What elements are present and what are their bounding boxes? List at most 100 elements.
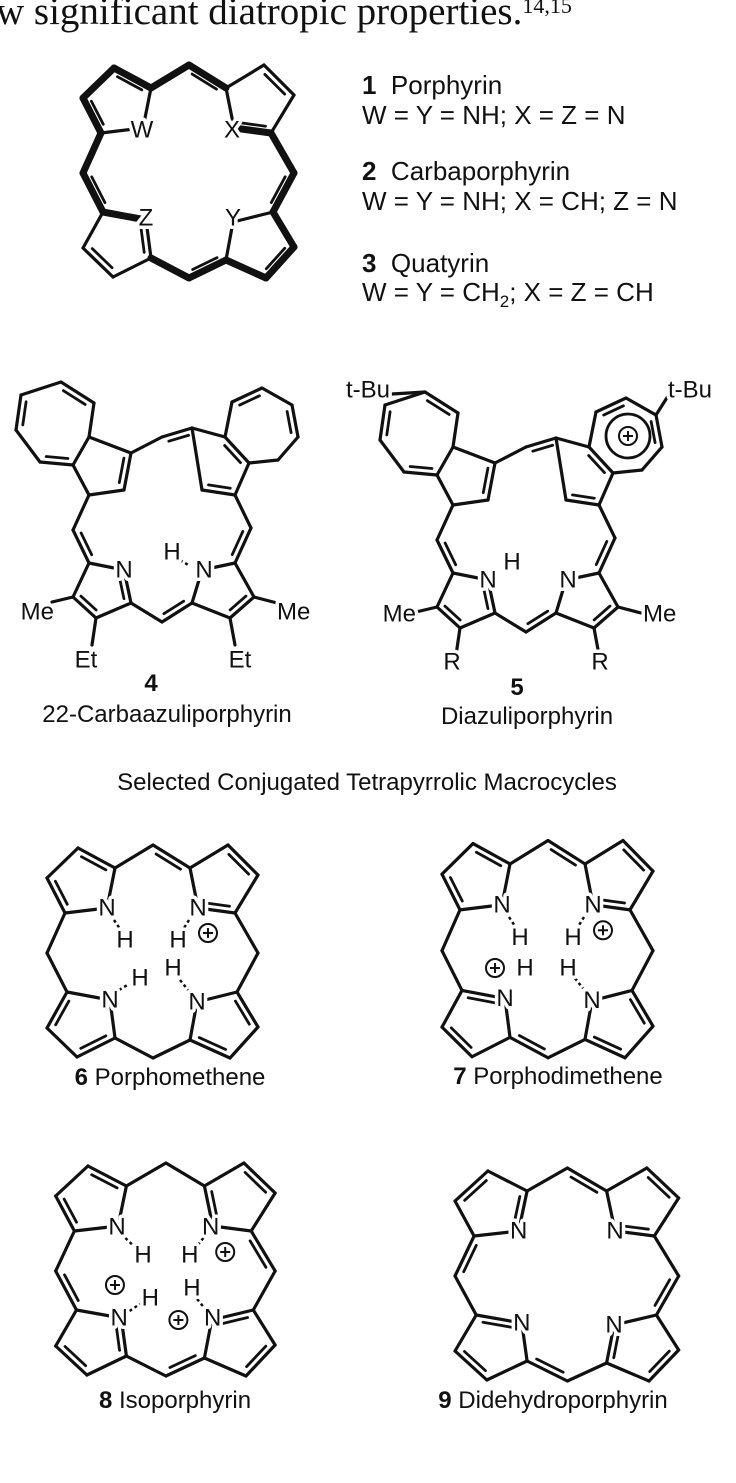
double-bond-line [474, 850, 503, 868]
double-bond-line [79, 531, 94, 557]
bond-line [493, 611, 528, 634]
bond-line [594, 396, 628, 414]
formula-subscript: 2 [499, 292, 510, 312]
bond-line [652, 1234, 681, 1278]
bond-line [223, 435, 251, 465]
bond-line [247, 458, 280, 465]
bond-line [76, 846, 117, 870]
bond-line [604, 1166, 649, 1193]
bond-line [458, 611, 497, 630]
ethyl-label: Et [229, 647, 252, 674]
nitrogen-label: N [584, 891, 601, 918]
double-bond-line [79, 1034, 108, 1050]
bond-line [453, 1199, 476, 1238]
double-bond-line [443, 541, 458, 567]
bond-line [71, 528, 91, 565]
bond-line [72, 1224, 120, 1233]
bond-line [45, 876, 67, 915]
positive-charge-icon [198, 923, 218, 943]
compound-8-caption: 8 Isoporphyrin [99, 1387, 251, 1415]
bond-line [525, 1166, 569, 1193]
bond-line [231, 210, 275, 224]
bond-line [188, 1000, 199, 1042]
compound-3-label: 3 Quatyrin [362, 248, 489, 278]
double-bond-line [243, 1171, 268, 1194]
double-bond-line [481, 466, 490, 494]
bond-line [267, 129, 298, 177]
compound-3-formula: W = Y = CH2; X = Z = CH [362, 277, 654, 317]
bond-line [129, 435, 164, 455]
bond-line [508, 838, 550, 866]
bond-line [554, 611, 596, 630]
nitrogen-label: N [559, 567, 576, 594]
double-bond-line [512, 1195, 522, 1225]
double-bond-line [79, 594, 98, 612]
bond-line [592, 605, 620, 630]
bond-line [262, 243, 298, 282]
bond-line [74, 1308, 123, 1320]
double-bond-line [210, 1190, 219, 1220]
bond-line [233, 561, 256, 599]
r-group-label: R [443, 649, 460, 676]
bond-line [116, 1184, 129, 1228]
bond-line [108, 998, 117, 1040]
double-bond-line [61, 389, 87, 406]
compound-name: Quatyrin [390, 248, 490, 278]
hydrogen-label: H [516, 955, 533, 982]
bond-line [564, 571, 601, 582]
bond-line [524, 436, 558, 449]
double-bond-line [449, 1026, 473, 1049]
bond-line [520, 1321, 529, 1363]
double-bond-line [54, 999, 71, 1027]
bond-line [435, 571, 455, 609]
bond-line [185, 256, 230, 282]
bond-line [440, 988, 464, 1029]
hydrogen-bond [574, 977, 584, 990]
bond-line [451, 571, 490, 582]
bond-line [440, 949, 464, 993]
double-bond-line [592, 604, 612, 622]
bond-line [440, 908, 462, 953]
bond-line [628, 869, 655, 912]
bond-line [105, 866, 117, 910]
ethyl-label: Et [75, 647, 98, 674]
bond-line [164, 1161, 206, 1188]
nitrogen-label: N [496, 985, 513, 1012]
double-bond-line [628, 998, 646, 1025]
compound-name: Didehydroporphyrin [458, 1387, 668, 1414]
bond-line [45, 1026, 79, 1059]
hydrogen-label: H [134, 1242, 151, 1269]
bond-line [587, 410, 598, 449]
hydrogen-label: H [183, 1275, 200, 1302]
bond-line [202, 1318, 214, 1360]
bond-line [624, 396, 658, 417]
bond-line [565, 1361, 609, 1383]
bond-line [500, 862, 512, 907]
bond-line [200, 488, 237, 497]
bond-line [188, 843, 230, 870]
atom-label-w: W [131, 117, 154, 144]
bond-line [50, 595, 75, 604]
bond-line [200, 561, 237, 572]
double-bond-line [227, 852, 251, 876]
compound-7-caption: 7 Porphodimethene [453, 1063, 663, 1091]
bond-line [612, 1313, 659, 1327]
double-bond-line [117, 456, 126, 484]
bond-line [493, 445, 528, 465]
bond-line [590, 988, 634, 1003]
nitrogen-label: N [513, 1310, 530, 1337]
bond-line [59, 380, 96, 405]
bond-line [645, 1166, 681, 1200]
aromatic-ring-circle [604, 412, 652, 460]
bond-line [640, 445, 664, 472]
bond-line [647, 1348, 681, 1383]
double-bond-line [223, 444, 242, 465]
nitrogen-label: N [110, 1305, 127, 1332]
bond-line [224, 63, 266, 90]
bond-line [147, 61, 193, 92]
bond-line [65, 990, 112, 1002]
bond-line [147, 254, 193, 282]
bond-line [195, 990, 239, 1004]
bond-line [71, 595, 98, 620]
